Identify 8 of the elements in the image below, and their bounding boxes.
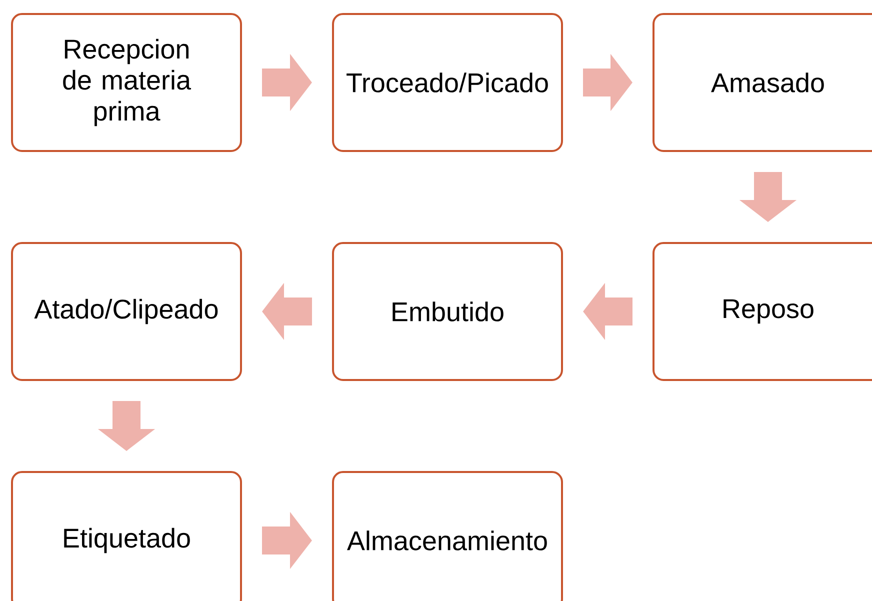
process-box: Recepcion de materia prima: [11, 13, 242, 152]
process-box: Embutido: [332, 242, 563, 381]
process-box: Reposo: [652, 242, 872, 381]
process-box: Troceado/Picado: [332, 13, 563, 152]
process-box: Amasado: [652, 13, 872, 152]
process-box: Etiquetado: [11, 471, 242, 601]
process-box: Almacenamiento: [332, 471, 563, 601]
process-box: Atado/Clipeado: [11, 242, 242, 381]
